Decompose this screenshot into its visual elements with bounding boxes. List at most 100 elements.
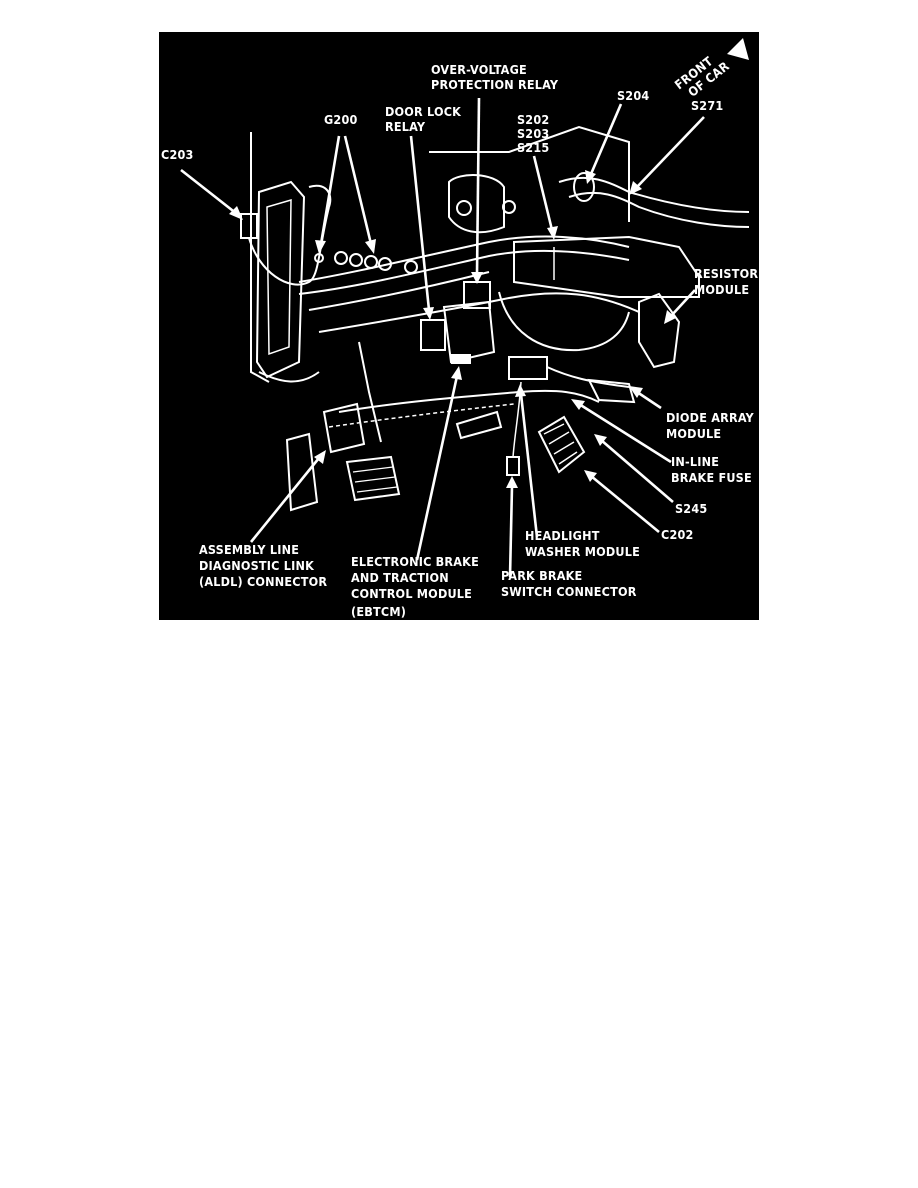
washer-harness xyxy=(546,366,630,388)
label-splice: S203 xyxy=(517,126,549,141)
door-lock-relay xyxy=(420,319,446,351)
s204-harness xyxy=(568,191,750,228)
label-resistor-module: MODULE xyxy=(694,282,749,297)
main-harness-lower xyxy=(308,271,490,311)
c202-arrow xyxy=(590,474,660,534)
column-bolt xyxy=(456,200,472,216)
label-ebtcm: AND TRACTION xyxy=(351,570,449,585)
label-diode-array-module: DIODE ARRAY xyxy=(666,410,755,425)
label-resistor-module: RESISTOR xyxy=(694,266,758,281)
ebtcm-arrowhead xyxy=(451,366,462,380)
label-park-brake-switch-connector: PARK BRAKE xyxy=(501,568,582,583)
s271-arrow xyxy=(636,116,705,188)
c203-arrowhead xyxy=(229,206,243,220)
g200-arrow-right xyxy=(343,135,373,245)
s245-arrow xyxy=(600,439,674,503)
c203-harness-loop xyxy=(308,184,332,208)
label-headlight-washer-module: HEADLIGHT xyxy=(525,528,600,543)
door-lock-arrow xyxy=(409,135,431,311)
diagram-background xyxy=(159,32,759,620)
g200-arrowhead-left xyxy=(315,240,326,254)
ground-stud xyxy=(334,251,348,265)
lower-harness-wrap xyxy=(328,403,515,428)
column-bolt xyxy=(502,200,516,214)
resistor-module xyxy=(638,292,681,369)
diode-arrow xyxy=(636,390,662,410)
s204-arrowhead xyxy=(585,170,596,184)
aldl-bracket xyxy=(285,432,319,512)
callout-labels: C203 G200 DOOR LOCK RELAY OVER-VOLTAGE P… xyxy=(161,62,758,619)
pedal-arm xyxy=(358,341,382,443)
label-splice: S215 xyxy=(517,140,549,155)
label-c202: C202 xyxy=(661,527,694,542)
label-over-voltage-relay: PROTECTION RELAY xyxy=(431,77,559,92)
accelerator-pedal xyxy=(455,410,503,440)
ground-stud xyxy=(404,260,418,274)
washer-arrowhead xyxy=(515,384,526,397)
ground-stud xyxy=(364,255,378,269)
left-kick-panel-inner xyxy=(266,198,292,356)
label-splice: S202 xyxy=(517,112,549,127)
aldl-arrowhead xyxy=(314,450,326,464)
brake-pedal xyxy=(345,455,401,502)
s245-arrowhead xyxy=(594,434,607,446)
label-inline-brake-fuse: IN-LINE xyxy=(671,454,719,469)
label-diode-array-module: MODULE xyxy=(666,426,721,441)
over-voltage-arrow xyxy=(475,97,481,275)
diode-array-module xyxy=(587,378,636,404)
main-harness-bottom xyxy=(318,292,640,333)
resistor-arrowhead xyxy=(664,310,676,324)
s204-arrow xyxy=(589,103,623,175)
diagram-canvas: FRONT OF CAR C203 G200 DOOR LOCK RELAY O… xyxy=(159,32,759,620)
label-g200: G200 xyxy=(324,112,358,127)
ground-stud xyxy=(378,257,392,271)
steering-column-shroud xyxy=(498,291,630,352)
dashboard-illustration xyxy=(240,125,750,512)
door-lock-arrowhead xyxy=(423,307,434,320)
left-panel-edge xyxy=(250,132,270,383)
diode-arrowhead xyxy=(629,386,643,398)
label-ebtcm: CONTROL MODULE xyxy=(351,586,472,601)
s271-arrowhead xyxy=(629,181,642,195)
washer-arrow xyxy=(519,393,539,538)
label-over-voltage-relay: OVER-VOLTAGE xyxy=(431,62,527,77)
s204-splice xyxy=(573,172,595,202)
leader-arrows xyxy=(180,97,705,578)
resistor-arrow xyxy=(670,289,696,317)
ground-stud xyxy=(349,253,363,267)
pedal-tread xyxy=(352,466,398,493)
label-aldl-connector: (ALDL) CONNECTOR xyxy=(199,574,327,589)
steering-column-mount xyxy=(448,174,505,234)
label-aldl-connector: ASSEMBLY LINE xyxy=(199,542,299,557)
front-direction-arrowhead xyxy=(727,38,749,60)
label-c203: C203 xyxy=(161,147,194,162)
park-brake-arrowhead xyxy=(506,476,518,488)
label-s271: S271 xyxy=(691,98,723,113)
aldl-arrow xyxy=(249,457,321,543)
park-brake-arrow xyxy=(508,485,514,578)
aldl-connector xyxy=(322,402,366,454)
ebtcm-arrow xyxy=(415,375,459,561)
g200-ground-studs xyxy=(314,251,418,274)
c203-arrow xyxy=(180,168,238,216)
label-inline-brake-fuse: BRAKE FUSE xyxy=(671,470,752,485)
fuse-arrowhead xyxy=(571,399,585,410)
splice-arrow xyxy=(532,155,554,231)
label-s245: S245 xyxy=(675,501,707,516)
label-ebtcm: ELECTRONIC BRAKE xyxy=(351,554,479,569)
lower-harness xyxy=(338,389,600,413)
ebtcm-connector xyxy=(451,354,471,364)
instrument-panel-block xyxy=(513,235,700,298)
g200-arrow-left xyxy=(319,135,341,245)
splice-arrowhead xyxy=(547,226,558,240)
label-park-brake-switch-connector: SWITCH CONNECTOR xyxy=(501,584,637,599)
main-harness-mid xyxy=(298,249,630,295)
c202-connector xyxy=(537,415,586,474)
c202-pins xyxy=(543,423,578,465)
wiring-component-diagram: FRONT OF CAR C203 G200 DOOR LOCK RELAY O… xyxy=(159,32,759,620)
label-door-lock-relay: RELAY xyxy=(385,119,426,134)
c202-arrowhead xyxy=(584,470,597,482)
over-voltage-arrowhead xyxy=(471,272,483,284)
ebtcm-module xyxy=(442,300,496,364)
label-ebtcm: (EBTCM) xyxy=(351,604,406,619)
